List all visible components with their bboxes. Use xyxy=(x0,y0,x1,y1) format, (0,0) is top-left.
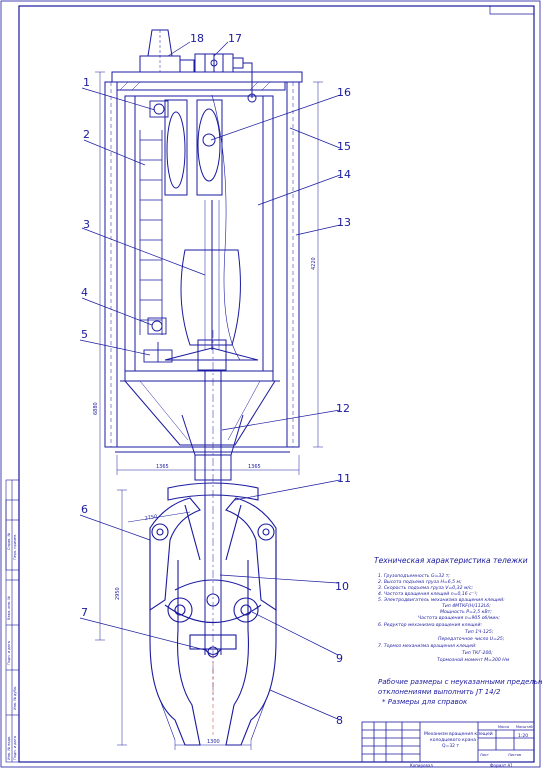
spec-line: Частота вращения n=905 об/мин; xyxy=(418,615,500,621)
spec-line: 6. Редуктор механизма вращения клещей: xyxy=(378,622,482,628)
note-line-2: отклонениями выполнить JT 14/2 xyxy=(378,688,501,696)
spec-line: 5. Электродвигатель механизма вращения к… xyxy=(378,597,505,603)
ladder xyxy=(139,130,163,335)
title-block xyxy=(361,721,535,763)
spec-line: 1. Грузоподъемность G=32 т; xyxy=(378,573,450,579)
left-stamp-top xyxy=(5,499,20,571)
side-stamp: Подп. и дата xyxy=(13,736,17,760)
spec-line: 3. Скорость подъема груза V=0,32 м/с; xyxy=(378,585,474,591)
spec-line: 7. Тормоз механизма вращения клещей: xyxy=(378,643,477,649)
trolley-frame xyxy=(104,71,303,453)
spec-line: 4. Частота вращения клещей n=0,16 с⁻¹; xyxy=(378,591,478,597)
title-copied: Копировал xyxy=(410,763,433,768)
spec-line: Передаточное число U=25; xyxy=(438,636,505,642)
spec-line: Мощность P=3,5 кВт; xyxy=(440,609,492,615)
hoist-pulleys xyxy=(164,94,241,361)
dimension-lines xyxy=(95,71,323,750)
grab-jaws xyxy=(149,482,277,746)
dim-4220: 4220 xyxy=(311,257,317,270)
callout-16: 16 xyxy=(337,86,351,99)
title-name-3: Q=32 т xyxy=(442,743,459,749)
side-stamp: Взам. инв. № xyxy=(7,596,11,620)
callout-15: 15 xyxy=(337,140,351,153)
side-stamp: Инв. № подл. xyxy=(7,736,11,760)
dim-1300: 1300 xyxy=(207,739,220,745)
corner-stamp xyxy=(489,6,534,15)
note-line-1: Рабочие размеры с неуказанными предельны… xyxy=(378,678,542,686)
rollers xyxy=(143,100,173,363)
spec-line: Тормозной момент M=300 Нм xyxy=(437,657,510,663)
title-name-1: Механизм вращения клещей xyxy=(424,730,493,737)
callout-9: 9 xyxy=(336,652,343,665)
side-stamp: Перв. примен. xyxy=(13,534,17,560)
spec-line: Тип 4МТКF(H)112L6; xyxy=(442,603,491,609)
dim-1365-right: 1365 xyxy=(248,464,261,470)
title-scale-label: Масштаб xyxy=(516,725,533,729)
callout-3: 3 xyxy=(83,218,90,231)
leader-lines xyxy=(79,41,341,721)
callout-11: 11 xyxy=(337,472,351,485)
top-drives xyxy=(139,29,257,103)
callout-12: 12 xyxy=(336,402,350,415)
side-stamp: Подп. и дата xyxy=(7,641,11,665)
callout-1: 1 xyxy=(83,76,90,89)
central-shaft xyxy=(164,330,259,700)
title-mass-label: Масса xyxy=(498,725,509,729)
spec-line: Тип 1Ч-125; xyxy=(465,629,494,635)
specs-list: 1. Грузоподъемность G=32 т; 2. Высота по… xyxy=(378,573,510,663)
callout-2: 2 xyxy=(83,128,90,141)
dim-2750: 2750 xyxy=(144,514,158,522)
side-stamp: Справ. № xyxy=(7,533,11,550)
callout-14: 14 xyxy=(337,168,351,181)
dim-6880: 6880 xyxy=(93,402,99,415)
title-scale: 1:20 xyxy=(518,733,528,739)
callout-5: 5 xyxy=(81,328,88,341)
callout-18: 18 xyxy=(190,32,204,45)
title-name-2: колодцевого крана xyxy=(430,738,476,743)
callout-6: 6 xyxy=(81,503,88,516)
callout-8: 8 xyxy=(336,714,343,727)
dim-1365-left: 1365 xyxy=(156,464,169,470)
dim-2950: 2950 xyxy=(115,587,121,600)
callout-7: 7 xyxy=(81,606,88,619)
left-stamp-strip xyxy=(5,479,20,763)
callout-17: 17 xyxy=(228,32,242,45)
note-line-3: * Размеры для справок xyxy=(382,698,468,706)
spec-line: Тип ТКГ-200; xyxy=(462,650,493,656)
callout-13: 13 xyxy=(337,216,351,229)
title-sheets-label: Листов xyxy=(508,753,521,757)
specs-title: Техническая характеристика тележки xyxy=(374,556,528,565)
spec-line: 2. Высота подъема груза H=6,5 м; xyxy=(378,579,462,585)
callout-10: 10 xyxy=(335,580,349,593)
drawing-frame xyxy=(18,5,535,763)
side-stamp: Инв. № дубл. xyxy=(13,686,17,710)
title-sheet-label: Лист xyxy=(480,753,489,757)
drum xyxy=(180,200,241,350)
title-format: Формат А1 xyxy=(490,763,513,768)
callout-4: 4 xyxy=(81,286,88,299)
